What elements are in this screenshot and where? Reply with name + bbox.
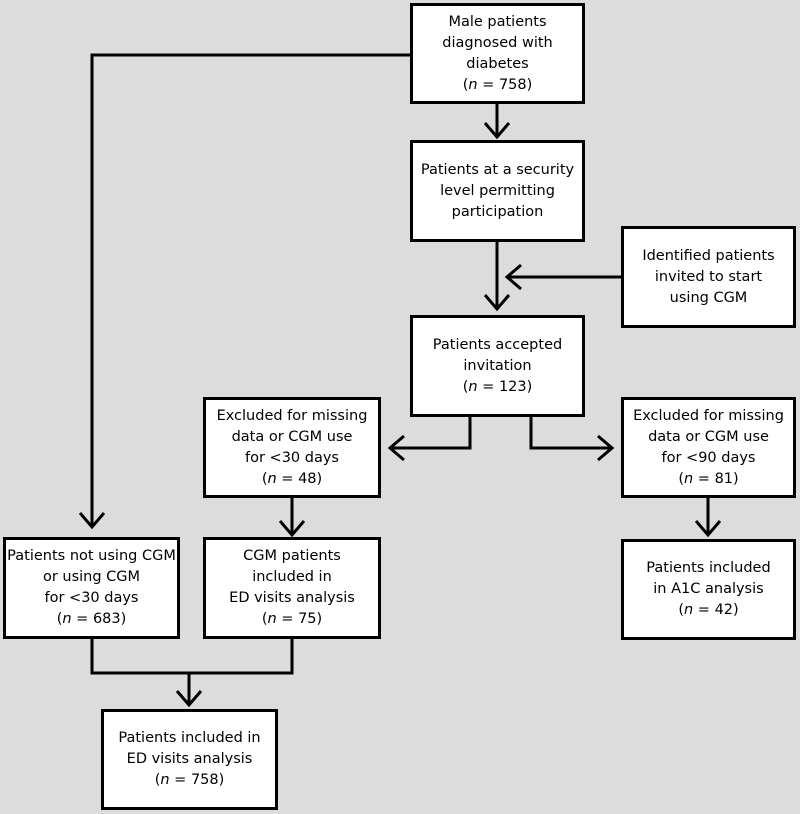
box-a1c-analysis: Patients included in A1C analysis (n = 42) [621,539,796,640]
arrowhead [175,690,203,708]
n-symbol: n [468,378,478,395]
box-text-line: Excluded for missing [216,407,368,424]
box-text-line: participation [451,203,544,220]
box-not-using-cgm: Patients not using CGM or using CGM for <3… [3,537,180,639]
box-text-line: Excluded for missing [633,407,784,424]
n-equals: = [71,611,93,627]
sample-size: (n = 48) [261,470,323,487]
box-text-line: data or CGM use [231,428,353,445]
n-equals: = [276,611,299,627]
n-value: 48 [298,470,317,487]
arrowhead [694,520,722,538]
arrowhead [504,263,522,291]
box-text-line: included in [252,569,332,585]
box-text-line: ED visits analysis [229,590,355,606]
box-excluded-30: Excluded for missing data or CGM use for <… [203,397,381,498]
box-text-line: invited to start [654,268,763,285]
connector-accepted-to-excl30 [390,417,472,450]
n-symbol: n [160,772,170,788]
box-accepted: Patients accepted invitation (n = 123) [410,315,585,417]
box-text-line: Male patients [448,13,547,30]
box-text-line: for <90 days [661,449,756,466]
n-value: 683 [92,611,121,627]
arrowhead [597,434,615,462]
sample-size: (n = 758) [462,76,533,93]
box-text-line: Patients included [646,560,771,576]
box-text-line: Identified patients [642,247,775,264]
n-equals: = [693,602,715,618]
sample-size: (n = 758) [154,772,225,788]
connector-accepted-to-excl90 [529,417,612,450]
n-symbol: n [267,611,277,627]
arrowhead [387,434,405,462]
box-text-line: level permitting [440,182,555,199]
box-text-line: for <30 days [245,449,339,466]
box-text-line: diagnosed with [442,34,553,51]
box-invited: Identified patients invited to start using… [621,226,796,328]
box-text-line: invitation [463,357,532,374]
n-value: 42 [714,602,734,618]
box-text-line: in A1C analysis [653,581,764,597]
n-value: 123 [498,378,527,395]
box-text-line: for <30 days [44,590,139,606]
box-text-line: diabetes [466,55,529,72]
box-text-line: using CGM [669,289,748,306]
n-symbol: n [468,76,478,93]
sample-size: (n = 683) [56,611,127,627]
n-symbol: n [62,611,72,627]
box-text-line: or using CGM [42,569,141,585]
n-equals: = [169,772,191,788]
arrowhead [483,294,511,312]
sample-size: (n = 123) [462,378,533,395]
box-cgm-ed-visits: CGM patients included in ED visits analysi… [203,537,381,639]
n-symbol: n [683,602,694,618]
connector-male-to-notusing [90,53,410,525]
arrowhead [78,512,106,530]
box-text-line: data or CGM use [648,428,769,445]
box-text-line: Patients not using CGM [7,548,176,564]
box-text-line: Patients at a security [420,161,575,178]
n-value: 75 [298,611,317,627]
sample-size: (n = 75) [261,611,323,627]
n-equals: = [276,470,299,487]
box-text-line: Patients included in [118,730,261,746]
n-symbol: n [267,470,277,487]
n-value: 81 [714,470,734,487]
box-male-patients: Male patients diagnosed with diabetes (n = … [410,3,585,104]
box-text-line: Patients accepted [432,336,563,353]
arrowhead [278,520,306,538]
box-ed-visits-total: Patients included in ED visits analysis (n… [101,709,278,810]
arrowhead [483,122,511,140]
n-symbol: n [683,470,694,487]
n-equals: = [477,378,499,395]
box-text-line: CGM patients [243,548,341,564]
sample-size: (n = 81) [678,470,739,487]
connector-merge [90,639,294,675]
box-text-line: ED visits analysis [126,751,253,767]
box-security-level: Patients at a security level permitting pa… [410,140,585,242]
n-equals: = [477,76,499,93]
n-equals: = [693,470,715,487]
sample-size: (n = 42) [678,602,739,618]
box-excluded-90: Excluded for missing data or CGM use for <… [621,397,796,498]
n-value: 758 [498,76,527,93]
n-value: 758 [190,772,219,788]
